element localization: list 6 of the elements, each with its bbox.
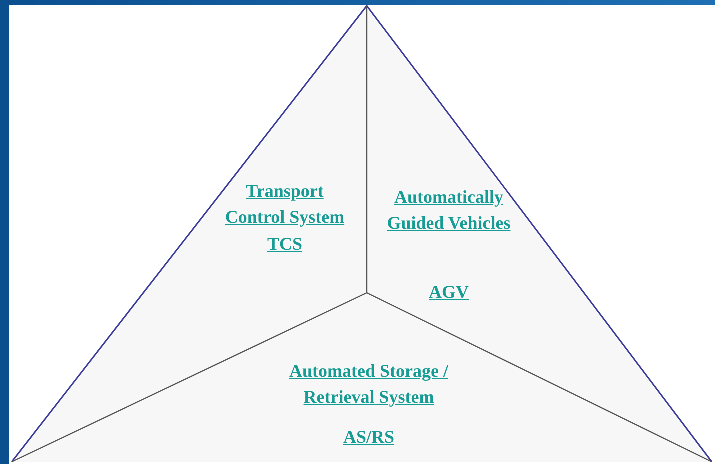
segment-title: Automated Storage / Retrieval System (288, 360, 450, 409)
segment-abbreviation: TCS (266, 233, 304, 256)
segment-title: Automatically Guided Vehicles (386, 186, 512, 235)
segment-title: Transport Control System (224, 180, 346, 229)
segment-abbreviation: AGV (428, 281, 470, 304)
segment-abbreviation: AS/RS (342, 426, 396, 449)
